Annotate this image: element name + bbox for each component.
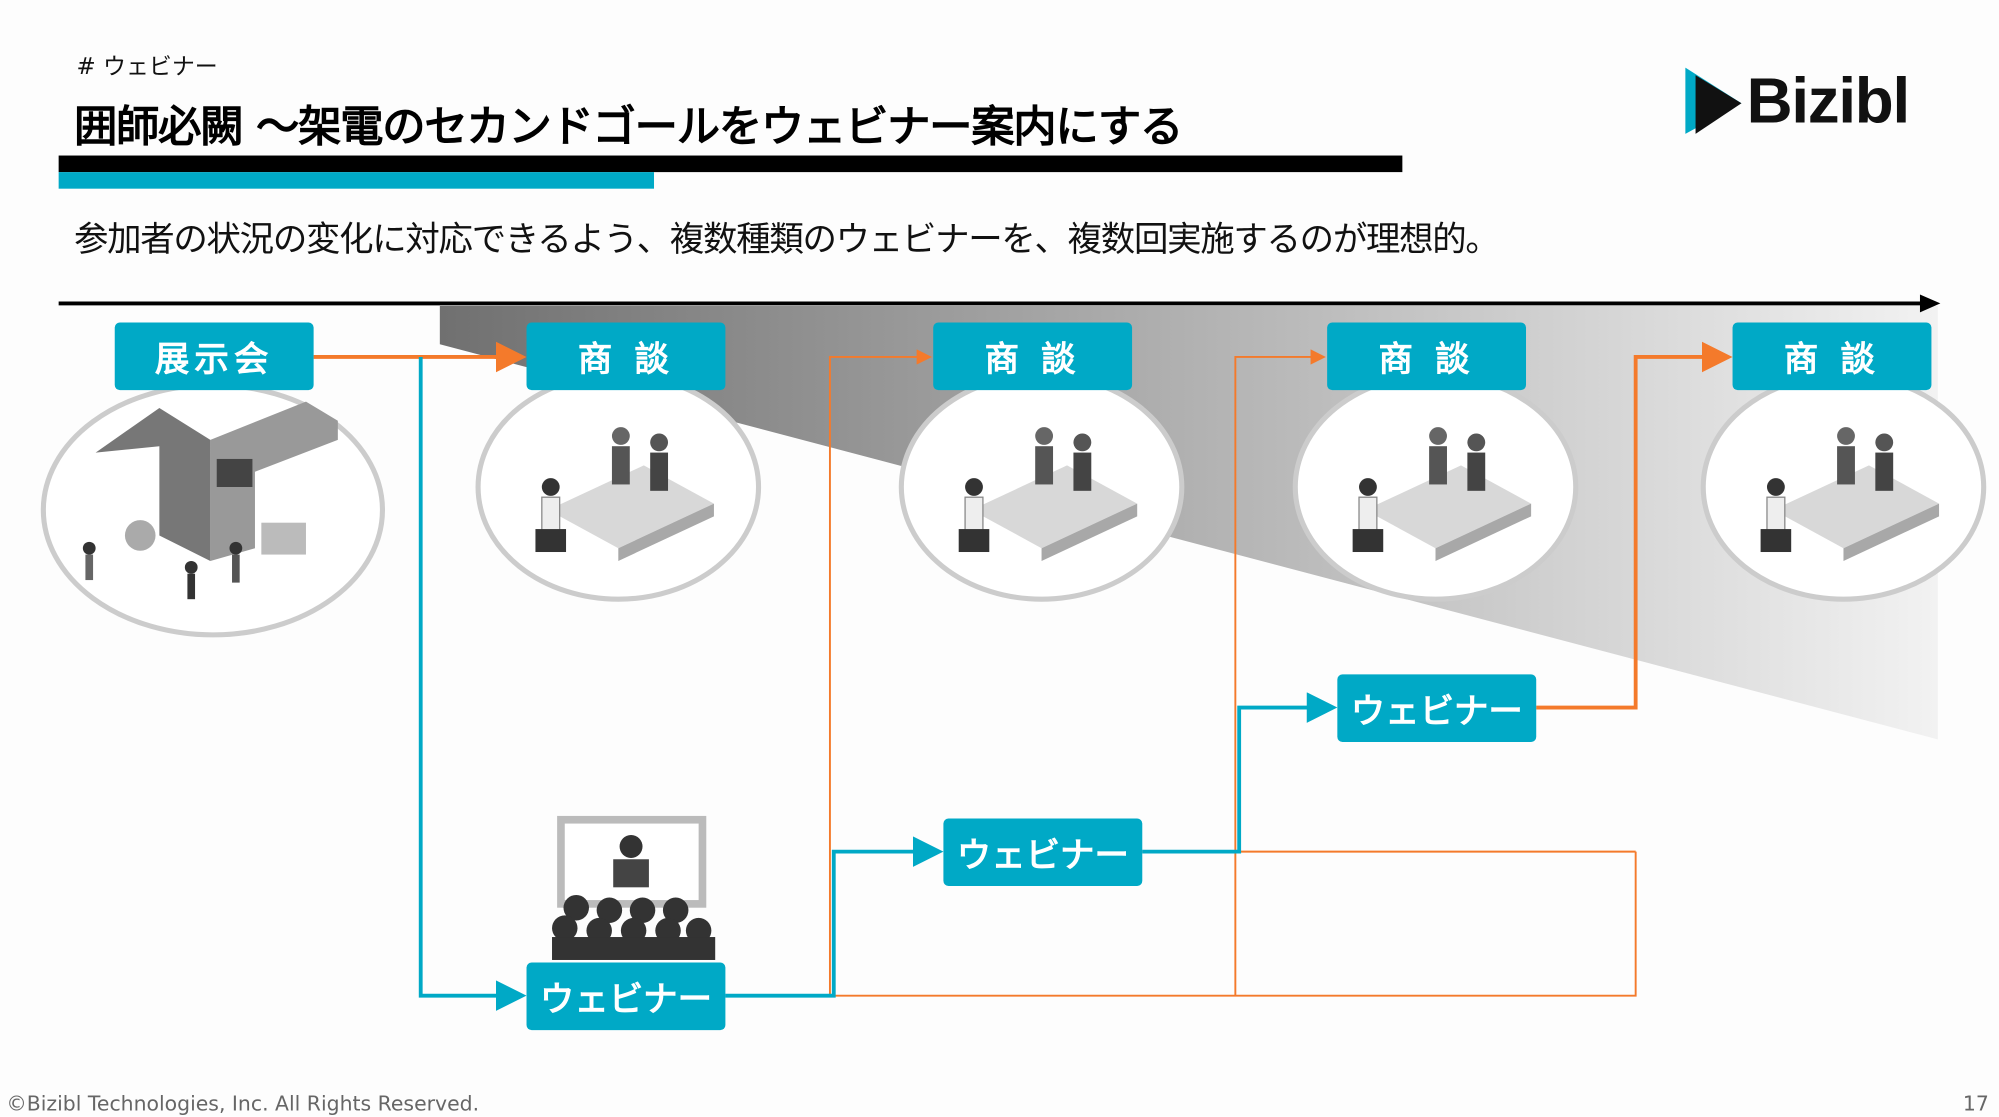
play-logo-icon <box>1685 67 1742 134</box>
booth-icon <box>82 401 338 600</box>
section-tag: # ウェビナー <box>76 53 218 81</box>
growth-wedge <box>439 305 1938 740</box>
copyright: ©Bizibl Technologies, Inc. All Rights Re… <box>6 1091 480 1116</box>
meeting-illustrations <box>475 372 1987 602</box>
page-number: 17 <box>1962 1091 1989 1116</box>
meeting-box-3: 商 談 <box>1327 322 1527 391</box>
meeting-box-2: 商 談 <box>933 322 1133 391</box>
webinar-box-2: ウェビナー <box>943 818 1143 887</box>
title-underline-black <box>58 155 1403 173</box>
meeting-box-1: 商 談 <box>526 322 726 391</box>
meeting-box-4: 商 談 <box>1732 322 1932 391</box>
webinar-box-3: ウェビナー <box>1337 674 1537 742</box>
page-title: 囲師必闕 ～架電のセカンドゴールをウェビナー案内にする <box>73 101 1183 153</box>
flow-connectors <box>313 341 1733 1011</box>
webinar-box-1: ウェビナー <box>526 962 726 1031</box>
subtitle: 参加者の状況の変化に対応できるよう、複数種類のウェビナーを、複数回実施するのが理… <box>73 220 1500 261</box>
title-underline-accent <box>58 172 655 189</box>
exhibition-box: 展示会 <box>114 322 314 391</box>
timeline-arrowhead <box>1919 294 1941 313</box>
bizibl-logo: Bizibl <box>1683 64 1910 138</box>
webinar-audience-illustration <box>552 815 716 960</box>
